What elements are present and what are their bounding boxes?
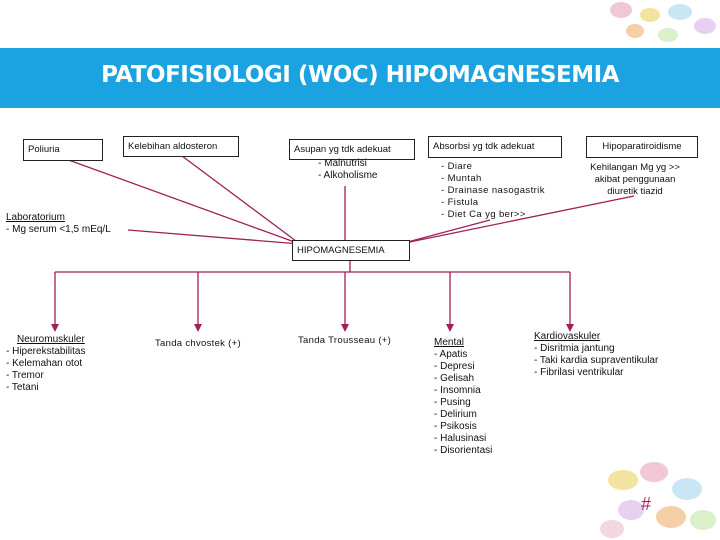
kardiovaskuler-item: - Disritmia jantung	[534, 343, 615, 354]
laboratorium-block: Laboratorium - Mg serum <1,5 mEq/L	[6, 212, 111, 236]
mental-item: - Gelisah	[434, 373, 475, 384]
hipopara-note-line: akibat penggunaan	[594, 174, 676, 185]
decor-candy-2	[640, 8, 660, 22]
poliuria-box: Poliuria	[23, 139, 103, 161]
decor-candy-13	[600, 520, 624, 538]
mental-item: - Halusinasi	[434, 433, 487, 444]
hipoparatiroidisme-label: Hipoparatiroidisme	[602, 141, 682, 152]
kardiovaskuler-block: Kardiovaskuler - Disritmia jantung - Tak…	[534, 331, 658, 379]
link-absorbsi	[399, 219, 491, 245]
link-poliuria	[62, 157, 301, 245]
hipopara-note-line: diuretik tiazid	[607, 186, 663, 197]
absorbsi-item: - Drainase nasogastrik	[441, 185, 545, 196]
arrowhead-chvostek	[194, 324, 202, 332]
neuromuskuler-block: Neuromuskuler - Hiperekstabilitas - Kele…	[6, 334, 85, 394]
arrowhead-kardiovaskuler	[566, 324, 574, 332]
arrowhead-trousseau	[341, 324, 349, 332]
decor-candy-12	[690, 510, 716, 530]
mental-item: - Psikosis	[434, 421, 477, 432]
decor-candy-4	[694, 18, 716, 34]
trousseau-label: Tanda Trousseau (+)	[298, 335, 392, 346]
decor-candy-7	[608, 470, 638, 490]
mental-item: - Disorientasi	[434, 445, 493, 456]
laboratorium-label: Laboratorium	[6, 212, 65, 223]
aldosteron-label: Kelebihan aldosteron	[128, 141, 218, 152]
neuromuskuler-item: - Hiperekstabilitas	[6, 346, 86, 357]
asupan-item-list: - Malnutrisi - Alkoholisme	[318, 158, 377, 182]
chvostek-label: Tanda chvostek (+)	[155, 338, 241, 349]
arrowhead-neuromuskuler	[51, 324, 59, 332]
neuromuskuler-item: - Tetani	[6, 382, 39, 393]
asupan-box: Asupan yg tdk adekuat	[289, 139, 415, 160]
kardiovaskuler-item: - Taki kardia supraventikular	[534, 355, 659, 366]
decor-candy-6	[658, 28, 678, 42]
link-aldosteron	[177, 152, 301, 245]
absorbsi-item-list: - Diare - Muntah - Drainase nasogastrik …	[441, 161, 545, 221]
asupan-item: - Malnutrisi	[318, 158, 367, 169]
decor-candy-1	[610, 2, 632, 18]
link-laboratorium	[127, 229, 301, 245]
mental-item: - Apatis	[434, 349, 468, 360]
mental-title: Mental	[434, 337, 465, 348]
decor-candy-9	[672, 478, 702, 500]
hipomagnesemia-box: HIPOMAGNESEMIA	[292, 240, 410, 261]
absorbsi-item: - Muntah	[441, 173, 482, 184]
mental-item: - Delirium	[434, 409, 477, 420]
aldosteron-box: Kelebihan aldosteron	[123, 136, 239, 157]
neuromuskuler-item: - Kelemahan otot	[6, 358, 83, 369]
hipopara-note-line: Kehilangan Mg yg >>	[590, 162, 680, 173]
mental-item: - Depresi	[434, 361, 475, 372]
neuromuskuler-title: Neuromuskuler	[17, 334, 85, 345]
arrowhead-mental	[446, 324, 454, 332]
asupan-item: - Alkoholisme	[318, 170, 378, 181]
absorbsi-label: Absorbsi yg tdk adekuat	[433, 141, 535, 152]
decor-candy-10	[618, 500, 644, 520]
decor-candy-11	[656, 506, 686, 528]
hipopara-note: Kehilangan Mg yg >> akibat penggunaan di…	[580, 162, 690, 198]
decor-candy-3	[668, 4, 692, 20]
hipoparatiroidisme-box: Hipoparatiroidisme	[586, 136, 698, 158]
decor-candy-8	[640, 462, 668, 482]
kardiovaskuler-title: Kardiovaskuler	[534, 331, 601, 342]
laboratorium-value: - Mg serum <1,5 mEq/L	[6, 224, 111, 235]
title-banner	[0, 48, 720, 108]
absorbsi-item: - Fistula	[441, 197, 479, 208]
neuromuskuler-item: - Tremor	[6, 370, 44, 381]
absorbsi-item: - Diet Ca yg ber>>	[441, 209, 526, 220]
asupan-label: Asupan yg tdk adekuat	[294, 144, 391, 155]
mental-item: - Pusing	[434, 397, 471, 408]
decor-candy-5	[626, 24, 644, 38]
poliuria-label: Poliuria	[28, 144, 60, 155]
link-hipopara	[399, 195, 635, 245]
kardiovaskuler-item: - Fibrilasi ventrikular	[534, 367, 624, 378]
mental-block: Mental - Apatis - Depresi - Gelisah - In…	[434, 337, 492, 457]
absorbsi-item: - Diare	[441, 161, 473, 172]
mental-item: - Insomnia	[434, 385, 481, 396]
page-title: PATOFISIOLOGI (WOC) HIPOMAGNESEMIA	[101, 62, 619, 88]
absorbsi-box: Absorbsi yg tdk adekuat	[428, 136, 562, 158]
hipomagnesemia-label: HIPOMAGNESEMIA	[297, 245, 385, 256]
page-mark: #	[641, 494, 652, 514]
